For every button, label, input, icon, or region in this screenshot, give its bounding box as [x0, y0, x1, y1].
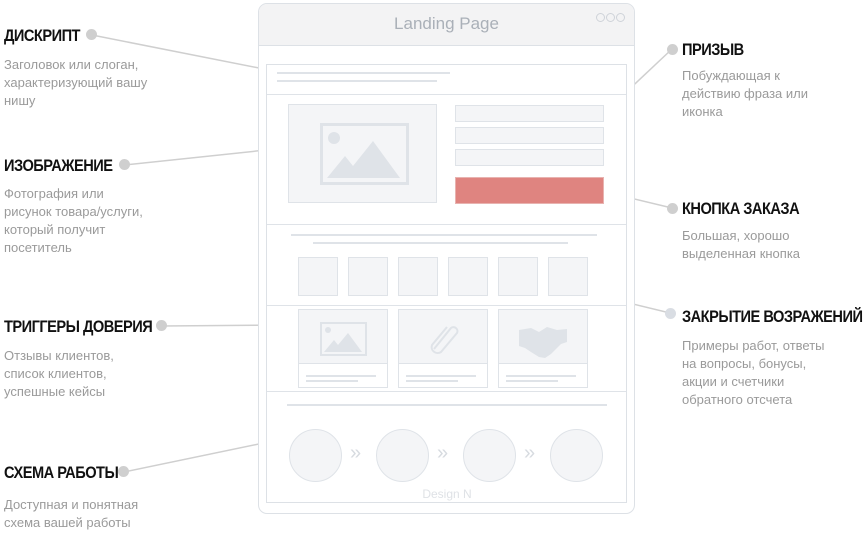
label-image-text: Фотография или рисунок товара/услуги, ко…	[4, 186, 143, 255]
label-dot	[665, 308, 676, 319]
trust-card-reviews	[298, 309, 388, 388]
headline-placeholder	[277, 72, 450, 74]
step-circle	[376, 429, 429, 482]
divider	[267, 305, 626, 306]
double-chevron-icon: »	[437, 442, 449, 464]
step-circle	[463, 429, 516, 482]
window-dot-icon	[606, 13, 615, 22]
order-button-placeholder	[455, 177, 604, 204]
label-dot	[118, 466, 129, 477]
label-objections-text: Примеры работ, ответы на вопросы, бонусы…	[682, 338, 825, 407]
double-chevron-icon: »	[524, 442, 536, 464]
label-dot	[667, 203, 678, 214]
feature-box	[448, 257, 488, 296]
trust-card-portfolio	[398, 309, 488, 388]
label-scheme-title: СХЕМА РАБОТЫ	[4, 463, 119, 482]
label-call-text: Побуждающая к действию фраза или иконка	[682, 68, 808, 119]
label-dot	[667, 44, 678, 55]
feature-box	[348, 257, 388, 296]
call-field-placeholder	[455, 105, 604, 122]
label-descript-title: ДИСКРИПТ	[4, 26, 80, 45]
label-dot	[156, 320, 167, 331]
label-scheme-text: Доступная и понятная схема вашей работы	[4, 497, 139, 530]
window-dot-icon	[596, 13, 605, 22]
label-dot	[86, 29, 97, 40]
feature-box	[498, 257, 538, 296]
divider	[267, 391, 626, 392]
landing-window: Landing Page	[258, 3, 635, 514]
window-dot-icon	[616, 13, 625, 22]
section-subtitle-placeholder	[313, 242, 568, 244]
call-field-placeholder	[455, 149, 604, 166]
feature-box	[398, 257, 438, 296]
window-title: Landing Page	[394, 14, 499, 33]
handshake-icon	[519, 327, 567, 358]
subheadline-placeholder	[277, 80, 437, 82]
label-dot	[119, 159, 130, 170]
feature-box	[298, 257, 338, 296]
label-call-title: ПРИЗЫВ	[682, 40, 744, 59]
step-circle	[289, 429, 342, 482]
image-icon	[320, 322, 367, 356]
image-icon	[320, 123, 409, 185]
label-trust-title: ТРИГГЕРЫ ДОВЕРИЯ	[4, 317, 153, 336]
trust-card-partners	[498, 309, 588, 388]
label-image-title: ИЗОБРАЖЕНИЕ	[4, 156, 113, 175]
double-chevron-icon: »	[350, 442, 362, 464]
label-objections-title: ЗАКРЫТИЕ ВОЗРАЖЕНИЙ	[682, 307, 863, 326]
hero-image-placeholder	[288, 104, 437, 203]
label-descript-text: Заголовок или слоган, характеризующий ва…	[4, 57, 148, 108]
label-trust-text: Отзывы клиентов, список клиентов, успешн…	[4, 348, 114, 399]
call-field-placeholder	[455, 127, 604, 144]
label-order-title: КНОПКА ЗАКАЗА	[682, 199, 800, 218]
page-frame	[266, 64, 627, 503]
design-watermark: Design N	[422, 487, 472, 501]
scheme-title-placeholder	[287, 404, 607, 406]
paperclip-icon	[430, 326, 459, 355]
section-title-placeholder	[291, 234, 597, 236]
label-order-text: Большая, хорошо выделенная кнопка	[682, 228, 801, 261]
step-circle	[550, 429, 603, 482]
feature-box	[548, 257, 588, 296]
divider	[267, 224, 626, 225]
divider	[267, 94, 626, 95]
title-bar: Landing Page	[259, 4, 634, 46]
